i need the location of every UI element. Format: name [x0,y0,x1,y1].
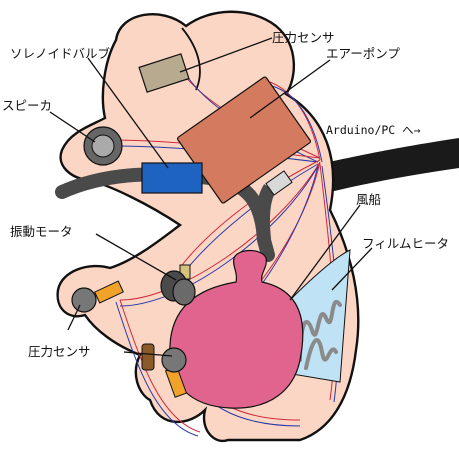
label-vibration-motor: 振動モータ [10,224,73,239]
solenoid-valve [142,163,202,193]
label-air-pump: エアーポンプ [326,46,400,61]
speaker [84,127,122,165]
label-pressure-sensor-top: 圧力センサ [272,30,335,45]
label-pressure-sensor-bottom: 圧力センサ [28,344,91,359]
label-balloon: 風船 [356,192,381,207]
label-film-heater: フィルムヒータ [362,236,449,251]
label-arduino-pc: Arduino/PC へ→ [326,123,421,137]
label-solenoid-valve: ソレノイドバルブ [10,46,111,61]
label-speaker: スピーカ [2,98,52,113]
air-tube-pump [263,188,270,240]
